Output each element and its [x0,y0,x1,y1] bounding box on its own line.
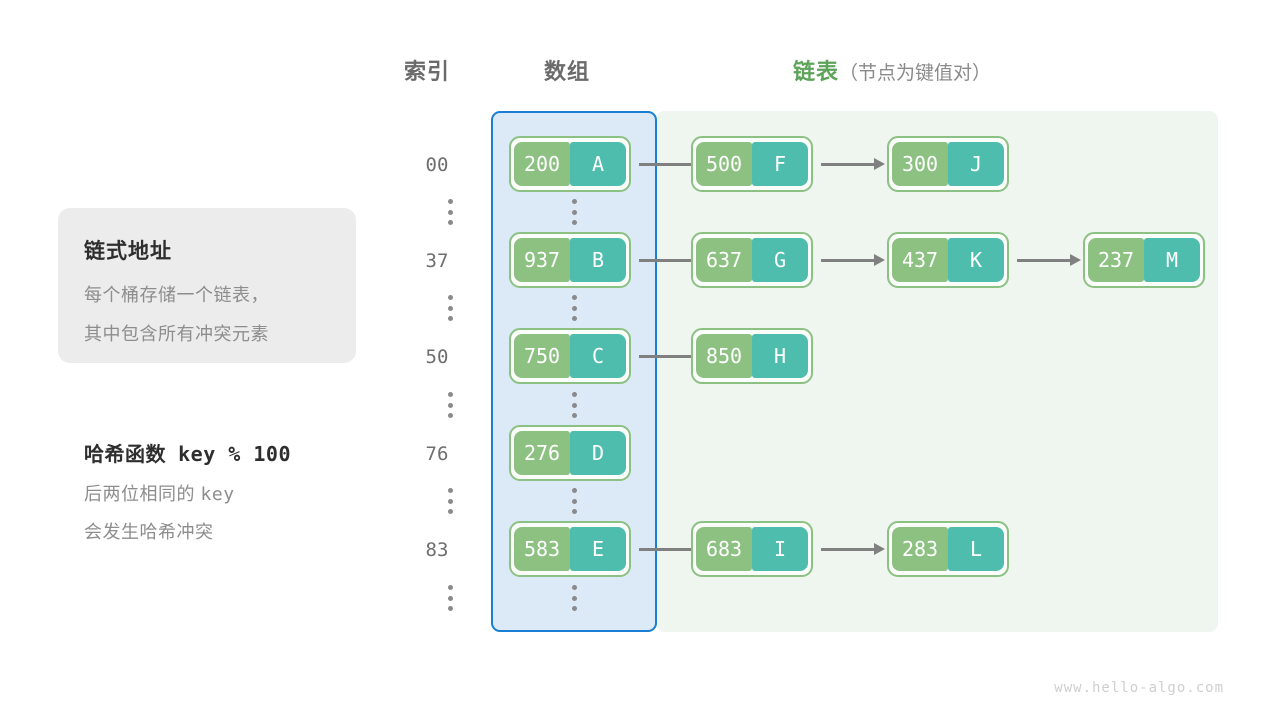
node-value: B [570,238,626,282]
column-heading-array: 数组 [544,59,591,84]
node-key: 200 [514,142,570,186]
hash-function-label: 哈希函数 [84,444,166,466]
chain-arrow [1017,254,1081,266]
array-ellipsis [563,199,585,225]
watermark: www.hello-algo.com [1054,680,1224,696]
chain-arrow [821,543,885,555]
node-value: L [948,527,1004,571]
index-ellipsis [439,488,461,514]
index-ellipsis [439,295,461,321]
linked-list-heading-sub: （节点为键值对） [839,63,992,84]
info-card-title: 链式地址 [84,240,172,263]
array-ellipsis [563,488,585,514]
info-card [58,208,356,363]
node-key: 850 [696,334,752,378]
index-ellipsis [439,585,461,611]
node-value: E [570,527,626,571]
linked-list-heading-main: 链表 [793,59,840,84]
info-card-line-1: 每个桶存储一个链表， [84,285,269,305]
node-key: 283 [892,527,948,571]
node-value: M [1144,238,1200,282]
node-value: C [570,334,626,378]
array-ellipsis [563,392,585,418]
node-value: G [752,238,808,282]
chain-arrow [821,158,885,170]
bucket-index-label: 00 [425,154,449,176]
hash-note-line-1-text: 后两位相同的 [84,484,195,504]
info-card-line-2: 其中包含所有冲突元素 [84,324,269,344]
node-key: 683 [696,527,752,571]
node-key: 500 [696,142,752,186]
hash-function-expression: key % 100 [178,442,291,466]
hash-note-line-1: 后两位相同的 key [84,480,235,506]
hash-note-line-2: 会发生哈希冲突 [84,522,214,542]
node-key: 300 [892,142,948,186]
bucket-index-label: 50 [425,346,449,368]
index-ellipsis [439,392,461,418]
chain-arrow [821,254,885,266]
node-key: 937 [514,238,570,282]
column-heading-linked-list: 链表（节点为键值对） [793,54,991,86]
node-key: 750 [514,334,570,378]
array-ellipsis [563,295,585,321]
node-value: J [948,142,1004,186]
node-value: K [948,238,1004,282]
node-value: A [570,142,626,186]
index-ellipsis [439,199,461,225]
bucket-index-label: 37 [425,250,449,272]
node-key: 237 [1088,238,1144,282]
bucket-index-label: 76 [425,443,449,465]
node-value: H [752,334,808,378]
node-value: I [752,527,808,571]
node-key: 437 [892,238,948,282]
node-key: 583 [514,527,570,571]
bucket-index-label: 83 [425,539,449,561]
column-heading-index: 索引 [404,59,451,84]
node-value: D [570,431,626,475]
hash-function-title: 哈希函数 key % 100 [84,438,291,467]
hash-note-key-token: key [200,484,235,505]
node-value: F [752,142,808,186]
array-ellipsis [563,585,585,611]
node-key: 637 [696,238,752,282]
node-key: 276 [514,431,570,475]
